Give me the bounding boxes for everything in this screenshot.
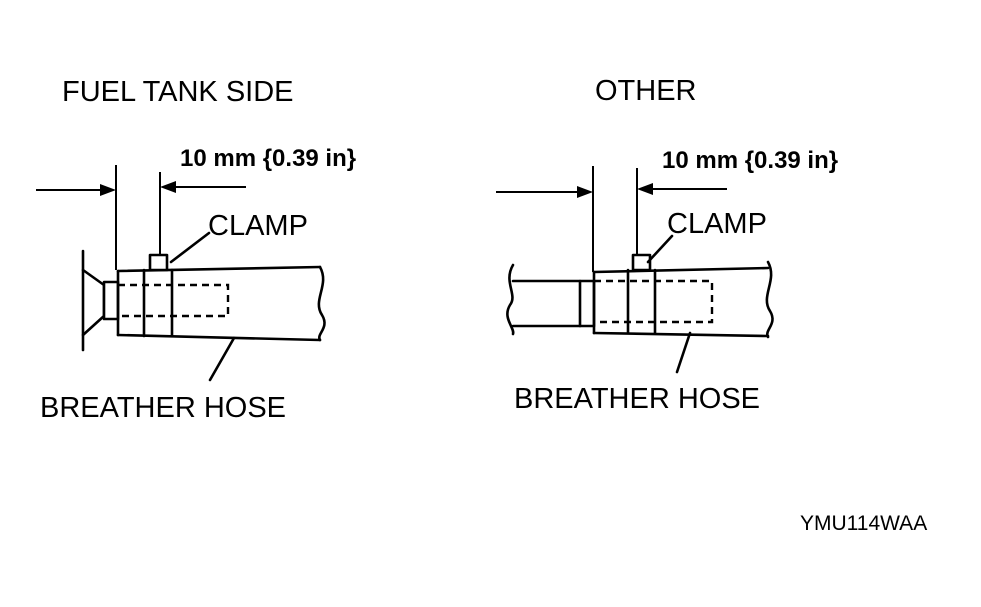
breather-hose-fuel-tank-side [116, 265, 326, 342]
tank-pipe-fitting [81, 249, 120, 352]
hose-leader-fuel-tank-side [208, 336, 236, 382]
panel-other: OTHER 10 mm {0.39 in} [496, 75, 838, 415]
breather-hose-other [592, 260, 774, 339]
hose-label-other: BREATHER HOSE [514, 383, 760, 415]
pipe-other [506, 263, 596, 336]
dimension-label-fuel-tank-side: 10 mm {0.39 in} [180, 145, 356, 172]
clamp-fuel-tank-side [142, 253, 174, 338]
hose-label-fuel-tank-side: BREATHER HOSE [40, 392, 286, 424]
clamp-other [626, 253, 657, 335]
panel-fuel-tank-side: FUEL TANK SIDE 10 mm {0.39 in} [36, 76, 356, 424]
hose-leader-other [675, 331, 692, 374]
clamp-label-fuel-tank-side: CLAMP [208, 210, 308, 242]
dimension-arrows-fuel-tank-side [36, 181, 246, 196]
dimension-arrows-other [496, 183, 727, 198]
dimension-label-other: 10 mm {0.39 in} [662, 147, 838, 174]
clamp-leader-fuel-tank-side [169, 231, 211, 264]
figure-code: YMU114WAA [800, 512, 927, 535]
clamp-leader-other [646, 234, 674, 264]
panel-title-fuel-tank-side: FUEL TANK SIDE [62, 76, 294, 108]
clamp-label-other: CLAMP [667, 208, 767, 240]
panel-title-other: OTHER [595, 75, 697, 107]
